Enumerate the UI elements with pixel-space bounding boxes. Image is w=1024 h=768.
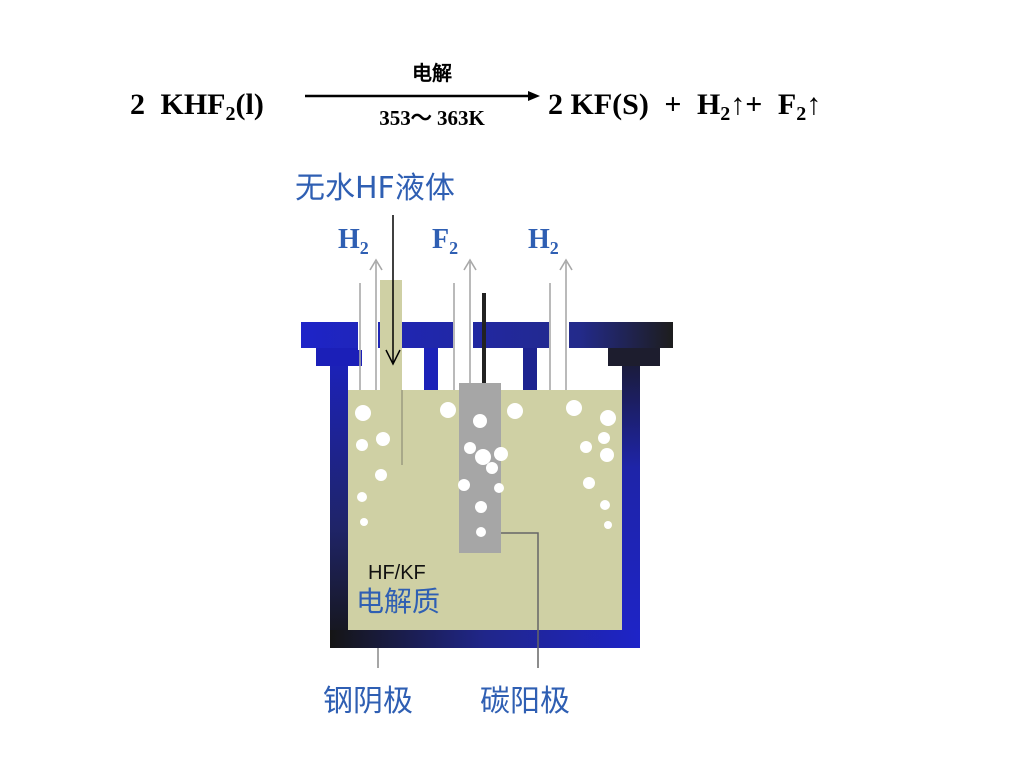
outlet-right xyxy=(549,280,569,350)
condition-top: 电解 xyxy=(412,61,452,85)
reactant-state: (l) xyxy=(236,88,264,121)
gas-arrow-1: ↑ xyxy=(730,88,745,121)
vessel-right-rim xyxy=(608,348,660,366)
outlet-left xyxy=(358,280,378,350)
lid-baffle-right xyxy=(523,348,537,390)
gas-outlet-arrows xyxy=(359,258,573,390)
plus-sign-2: + xyxy=(745,88,762,121)
anode-leader xyxy=(501,532,539,668)
gas-arrow-2: ↑ xyxy=(806,88,821,121)
carbon-anode-label: 碳阳极 xyxy=(480,684,570,719)
gas-label-left: H2 xyxy=(338,224,369,258)
vessel-right-wall xyxy=(622,348,640,648)
anhydrous-hf-label: 无水HF液体 xyxy=(295,171,455,206)
products: 2 KF(S) + H2↑+ F2↑ xyxy=(548,88,821,125)
vessel-left-rim xyxy=(316,348,362,366)
plus-sign-1: + xyxy=(664,88,681,121)
product-h2: H xyxy=(697,88,720,121)
electrolyte-formula: HF/KF xyxy=(368,562,426,584)
outlet-middle xyxy=(453,280,473,350)
lid-baffle-left xyxy=(424,348,438,390)
product-f2-subscript: 2 xyxy=(796,103,806,125)
reactant-coefficient: 2 xyxy=(130,88,145,121)
hf-feed-tube xyxy=(380,280,402,390)
reaction-equation: 2 KHF2(l) 电解 353～ 363K 2 KF(S) + H2↑+ F2… xyxy=(130,61,821,130)
reactant-formula: KHF xyxy=(161,88,226,121)
reaction-arrow-head xyxy=(528,91,540,101)
product-kf: 2 KF(S) xyxy=(548,88,649,121)
product-f2: F xyxy=(778,88,796,121)
reactant-subscript: 2 xyxy=(226,103,236,125)
condition-bottom: 353～ 363K xyxy=(379,106,485,130)
vessel-left-wall xyxy=(330,348,348,648)
electrolyte-label: 电解质 xyxy=(356,585,440,618)
gas-label-right: H2 xyxy=(528,224,559,258)
reactant: 2 KHF2(l) xyxy=(130,88,264,125)
hf-feed-arrow-head xyxy=(385,349,401,366)
steel-cathode-label: 钢阴极 xyxy=(323,684,413,719)
gas-bubbles xyxy=(355,400,616,537)
product-h2-subscript: 2 xyxy=(720,103,730,125)
vessel-bottom xyxy=(330,630,640,648)
vessel-lid xyxy=(301,322,673,348)
electrolysis-cell xyxy=(301,215,673,668)
gas-label-middle: F2 xyxy=(432,224,458,258)
